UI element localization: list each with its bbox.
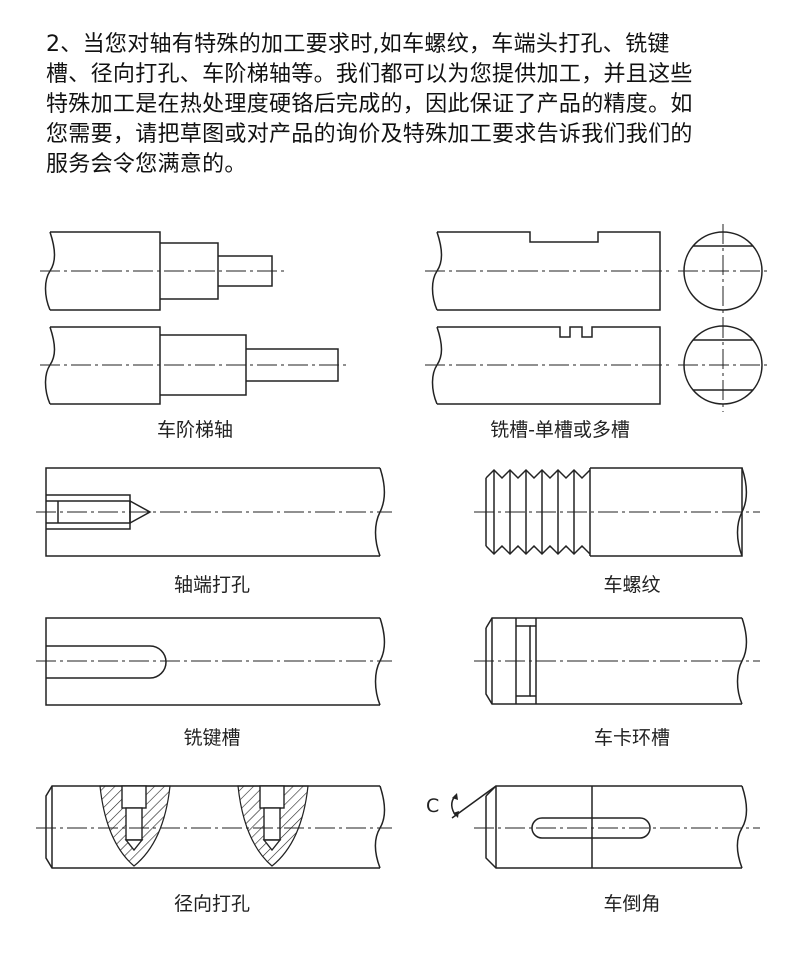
keyway-figure: 铣键槽 — [36, 617, 392, 749]
keyway-slot — [531, 817, 651, 839]
milled-groove-single — [425, 224, 770, 318]
snap-ring-groove-caption: 车卡环槽 — [594, 727, 670, 749]
intro-line-3: 特殊加工是在热处理度硬铬后完成的，因此保证了产品的精度。如 — [46, 92, 693, 117]
intro-line-1: 2、当您对轴有特殊的加工要求时,如车螺纹，车端头打孔、铣键 — [46, 32, 670, 57]
snap-ring-groove-figure: 车卡环槽 — [474, 617, 760, 749]
milled-groove-multiple — [425, 318, 770, 412]
intro-line-5: 服务会令您满意的。 — [46, 152, 247, 177]
chamfer-figure: C 车倒角 — [426, 785, 760, 915]
milled-groove-caption: 铣槽-单槽或多槽 — [490, 419, 630, 441]
stepped-shaft-upper — [40, 231, 285, 311]
radial-hole-2 — [237, 785, 309, 867]
radial-drilling-caption: 径向打孔 — [174, 893, 250, 915]
stepped-shaft-caption: 车阶梯轴 — [157, 419, 233, 441]
end-drilling-caption: 轴端打孔 — [174, 574, 250, 596]
radial-drilling-figure: 径向打孔 — [36, 785, 392, 915]
intro-line-4: 您需要，请把草图或对产品的询价及特殊加工要求告诉我们我们的 — [46, 122, 693, 147]
intro-line-2: 槽、径向打孔、车阶梯轴等。我们都可以为您提供加工，并且这些 — [46, 62, 693, 87]
stepped-shaft-lower — [40, 326, 350, 405]
chamfer-c-label: C — [426, 795, 439, 817]
chamfer-caption: 车倒角 — [603, 893, 660, 915]
milled-groove-figure: 铣槽-单槽或多槽 — [425, 224, 770, 441]
keyway-caption: 铣键槽 — [183, 727, 240, 749]
threading-caption: 车螺纹 — [603, 574, 660, 596]
stepped-shaft-figure: 车阶梯轴 — [40, 231, 350, 441]
intro-text: 2、当您对轴有特殊的加工要求时,如车螺纹，车端头打孔、铣键 槽、径向打孔、车阶梯… — [46, 30, 756, 180]
threading-figure: 车螺纹 — [474, 467, 760, 596]
end-drilling-figure: 轴端打孔 — [36, 467, 392, 596]
radial-hole-1 — [99, 785, 171, 867]
